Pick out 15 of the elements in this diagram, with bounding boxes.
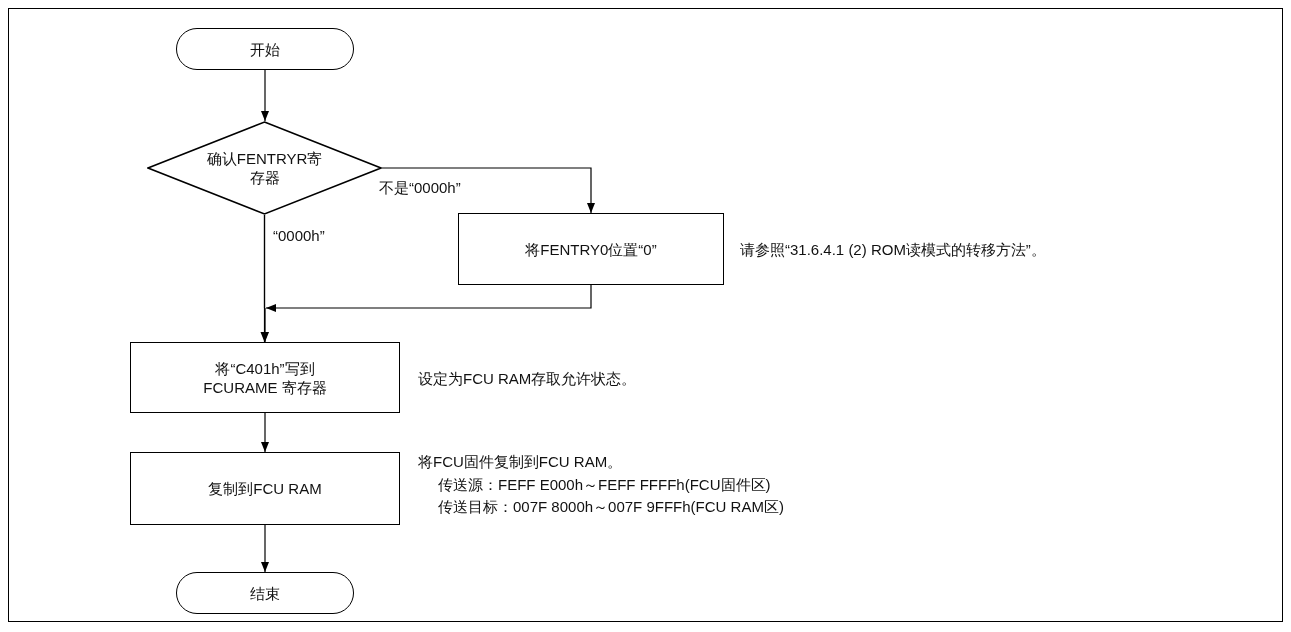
process-box: 将FENTRY0位置“0” (458, 213, 724, 285)
note-text: 将FCU固件复制到FCU RAM。 (418, 452, 623, 471)
arrow (261, 524, 269, 573)
arrow (261, 307, 269, 343)
note-text: 传送源：FEFF E000h～FEFF FFFFh(FCU固件区) (438, 475, 771, 494)
note-text: 请参照“31.6.4.1 (2) ROM读模式的转移方法”。 (740, 240, 1046, 259)
process-box: 复制到FCU RAM (130, 452, 400, 525)
process-box: 将“C401h”写到FCURAME 寄存器 (130, 342, 400, 413)
note-text: 设定为FCU RAM存取允许状态。 (418, 369, 637, 388)
note-text: 传送目标：007F 8000h～007F 9FFFh(FCU RAM区) (438, 497, 784, 516)
edge-label: 不是“0000h” (378, 178, 462, 197)
arrow (261, 69, 269, 122)
arrow (381, 167, 595, 214)
arrow (261, 412, 269, 453)
arrow (265, 284, 592, 312)
